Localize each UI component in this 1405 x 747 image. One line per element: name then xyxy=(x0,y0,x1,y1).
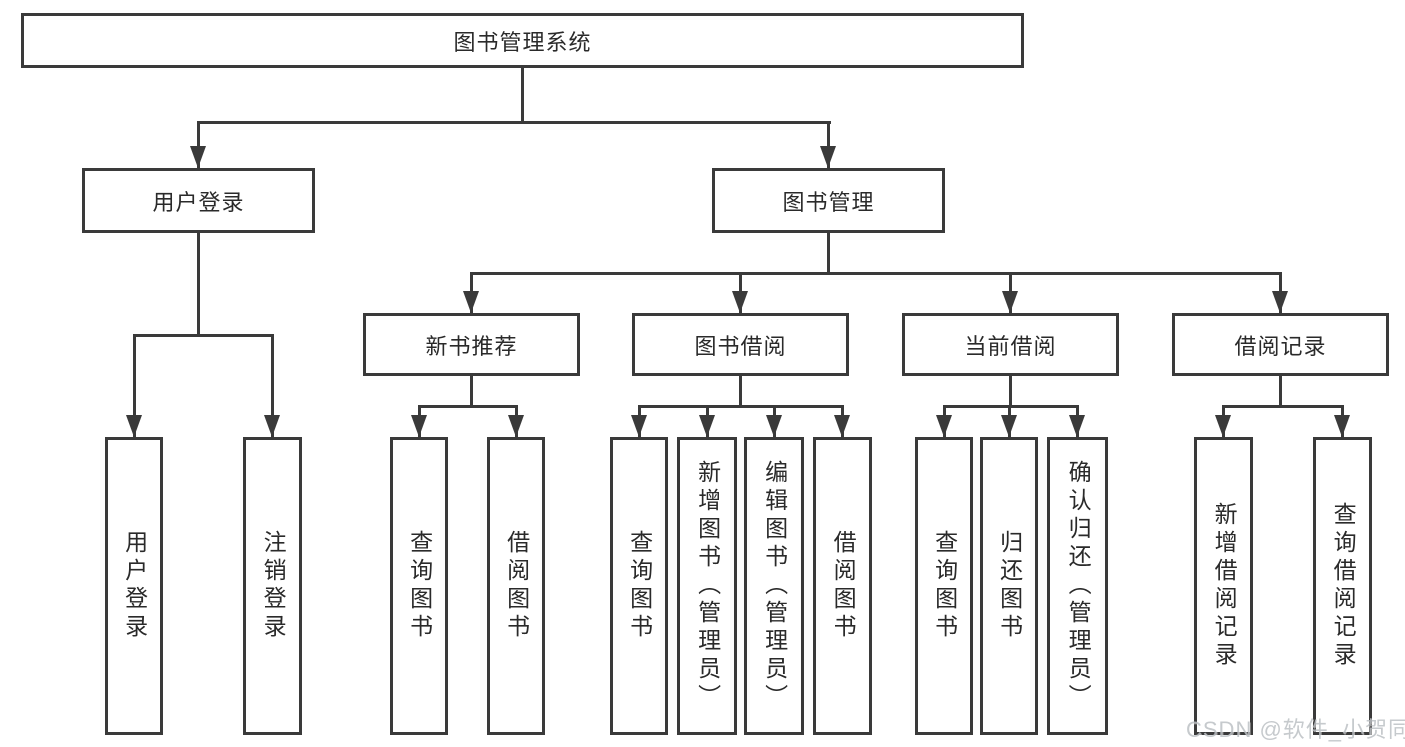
node-root: 图书管理系统 xyxy=(21,13,1024,68)
node-current-borrow: 当前借阅 xyxy=(902,313,1119,376)
node-book-borrow-label: 图书借阅 xyxy=(694,333,787,359)
arrow-down-icon xyxy=(1001,415,1017,437)
arrow-down-icon xyxy=(126,415,142,437)
node-current-borrow-label: 当前借阅 xyxy=(964,333,1057,359)
leaf-rec-borrow-book-label: 借阅图书 xyxy=(503,530,530,642)
arrow-down-icon xyxy=(1334,415,1350,437)
leaf-rec-borrow-book: 借阅图书 xyxy=(487,437,545,735)
leaf-br-query-record: 查询借阅记录 xyxy=(1313,437,1372,735)
connector-br-bar xyxy=(1222,405,1344,408)
leaf-br-query-record-label: 查询借阅记录 xyxy=(1330,502,1357,670)
node-borrow-record-label: 借阅记录 xyxy=(1234,333,1327,359)
connector-user-bar xyxy=(133,334,274,337)
node-borrow-record: 借阅记录 xyxy=(1172,313,1389,376)
arrow-down-icon xyxy=(1002,291,1018,313)
leaf-cb-return-book: 归还图书 xyxy=(980,437,1038,735)
arrow-down-icon xyxy=(631,415,647,437)
connector-mgmt-bar xyxy=(470,272,1282,275)
arrow-down-icon xyxy=(1215,415,1231,437)
leaf-rec-query-book-label: 查询图书 xyxy=(406,530,433,642)
arrow-down-icon xyxy=(190,146,206,168)
connector-stem xyxy=(827,122,830,168)
arrow-down-icon xyxy=(508,415,524,437)
leaf-bb-add-book: 新增图书（管理员） xyxy=(677,437,737,735)
connector-stem xyxy=(271,335,274,437)
leaf-br-add-record-label: 新增借阅记录 xyxy=(1211,502,1238,670)
connector-stem xyxy=(133,335,136,437)
arrow-down-icon xyxy=(1069,415,1085,437)
arrow-down-icon xyxy=(1272,291,1288,313)
connector-root-drop xyxy=(521,68,524,122)
node-new-book-rec: 新书推荐 xyxy=(363,313,580,376)
connector-rec-bar xyxy=(418,405,518,408)
leaf-br-add-record: 新增借阅记录 xyxy=(1194,437,1253,735)
arrow-down-icon xyxy=(463,291,479,313)
connector-bb-bar xyxy=(638,405,844,408)
leaf-cb-return-book-label: 归还图书 xyxy=(996,530,1023,642)
arrow-down-icon xyxy=(766,415,782,437)
leaf-user-login: 用户登录 xyxy=(105,437,163,735)
arrow-down-icon xyxy=(411,415,427,437)
connector-stem xyxy=(197,122,200,168)
node-book-borrow: 图书借阅 xyxy=(632,313,849,376)
leaf-bb-edit-book: 编辑图书（管理员） xyxy=(744,437,804,735)
leaf-bb-add-book-label: 新增图书（管理员） xyxy=(694,460,721,712)
leaf-logout-label: 注销登录 xyxy=(260,530,287,642)
leaf-bb-borrow-book: 借阅图书 xyxy=(813,437,872,735)
leaf-rec-query-book: 查询图书 xyxy=(390,437,448,735)
arrow-down-icon xyxy=(264,415,280,437)
connector-user-drop xyxy=(197,233,200,335)
node-new-book-rec-label: 新书推荐 xyxy=(425,333,518,359)
connector-root-bar xyxy=(197,121,831,124)
leaf-logout: 注销登录 xyxy=(243,437,302,735)
node-user-login: 用户登录 xyxy=(82,168,315,233)
arrow-down-icon xyxy=(936,415,952,437)
leaf-bb-query-book-label: 查询图书 xyxy=(626,530,653,642)
connector-cb-drop xyxy=(1009,376,1012,406)
arrow-down-icon xyxy=(732,291,748,313)
node-book-mgmt-label: 图书管理 xyxy=(782,189,875,215)
connector-bb-drop xyxy=(739,376,742,406)
node-book-mgmt: 图书管理 xyxy=(712,168,945,233)
connector-rec-drop xyxy=(470,376,473,406)
node-user-login-label: 用户登录 xyxy=(152,189,245,215)
leaf-bb-borrow-book-label: 借阅图书 xyxy=(830,530,857,642)
leaf-bb-edit-book-label: 编辑图书（管理员） xyxy=(761,460,788,712)
node-root-label: 图书管理系统 xyxy=(453,29,592,55)
arrow-down-icon xyxy=(820,146,836,168)
connector-mgmt-drop xyxy=(827,233,830,273)
leaf-bb-query-book: 查询图书 xyxy=(610,437,668,735)
leaf-cb-query-book-label: 查询图书 xyxy=(931,530,958,642)
watermark: CSDN @软件_小贺同学 xyxy=(1186,717,1405,742)
connector-cb-bar xyxy=(943,405,1079,408)
leaf-cb-query-book: 查询图书 xyxy=(915,437,973,735)
leaf-cb-confirm-return: 确认归还（管理员） xyxy=(1047,437,1108,735)
arrow-down-icon xyxy=(699,415,715,437)
arrow-down-icon xyxy=(834,415,850,437)
connector-br-drop xyxy=(1279,376,1282,406)
leaf-cb-confirm-return-label: 确认归还（管理员） xyxy=(1065,460,1092,712)
leaf-user-login-label: 用户登录 xyxy=(121,530,148,642)
